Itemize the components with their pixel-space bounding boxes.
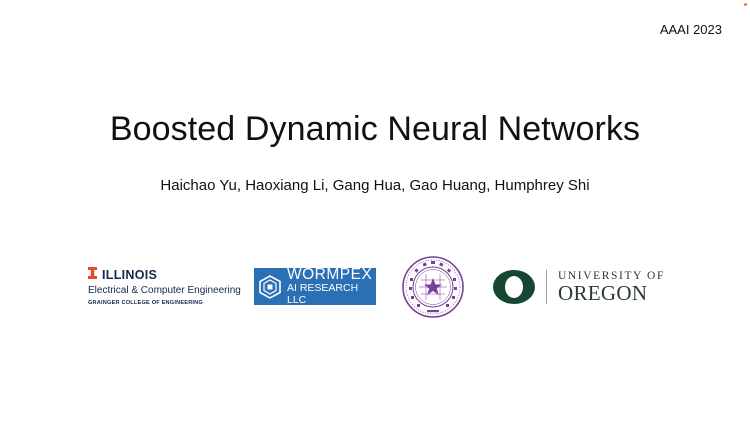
hexagon-cube-icon (259, 274, 281, 299)
logo-divider (546, 270, 547, 304)
tsinghua-seal-icon (402, 256, 464, 318)
slide-title: Boosted Dynamic Neural Networks (109, 110, 641, 148)
illinois-logo: ILLINOIS Electrical & Computer Engineeri… (88, 266, 248, 306)
illinois-college: GRAINGER COLLEGE OF ENGINEERING (88, 300, 203, 306)
oregon-line1: UNIVERSITY OF (558, 270, 665, 282)
status-dot (744, 3, 747, 6)
illinois-name: ILLINOIS (102, 268, 158, 282)
wormpex-logo: WORMPEX AI RESEARCH LLC (254, 266, 376, 306)
wormpex-name: WORMPEX (287, 266, 373, 283)
illinois-department: Electrical & Computer Engineering (88, 285, 241, 296)
oregon-logo: UNIVERSITY OF OREGON (492, 268, 667, 306)
venue-label: AAAI 2023 (659, 22, 722, 37)
o-mark-icon (492, 269, 536, 305)
author-list: Haichao Yu, Haoxiang Li, Gang Hua, Gao H… (160, 177, 590, 194)
block-i-icon (88, 266, 97, 284)
wormpex-subtitle: AI RESEARCH LLC (287, 282, 359, 306)
oregon-line2: OREGON (558, 281, 648, 305)
